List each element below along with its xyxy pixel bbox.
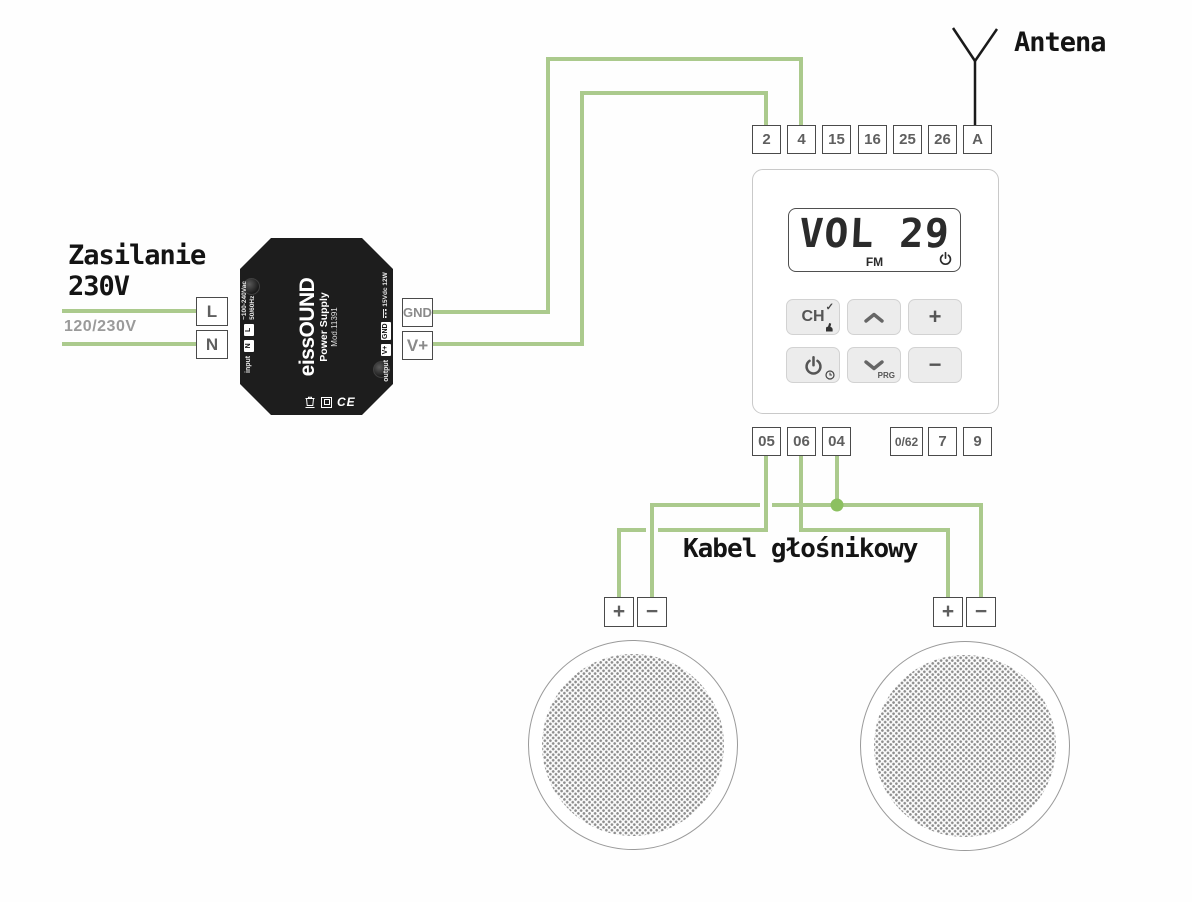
mains-label-line1: Zasilanie <box>68 240 206 271</box>
left-speaker <box>528 640 738 850</box>
antenna-label: Antena <box>1014 27 1107 58</box>
prg-label: PRG <box>877 371 895 380</box>
power-supply-module: input N L ~100-240Vac 50/60Hz eissOUND P… <box>240 238 393 415</box>
channel-down-button: PRG <box>847 347 901 383</box>
antenna-arm-left <box>951 27 977 62</box>
psu-cert-icons: CE <box>304 395 356 409</box>
terminal-15: 15 <box>822 125 851 154</box>
psu-input-terminal-l: L <box>243 323 254 336</box>
terminal-a: A <box>963 125 992 154</box>
terminal-gnd: GND <box>402 298 433 327</box>
psu-brand-block: eissOUND Power Supply Mod.11391 <box>295 242 340 412</box>
psu-brand: eissOUND <box>295 277 319 377</box>
ce-mark: CE <box>337 395 356 409</box>
check-icon: ✓ <box>825 302 834 313</box>
chevron-up-icon <box>864 312 884 323</box>
terminal-04: 04 <box>822 427 851 456</box>
wire-gnd-to-terminal4 <box>433 57 803 314</box>
psu-product: Power Supply <box>317 292 330 362</box>
left-speaker-plus-terminal: + <box>604 597 634 627</box>
antenna-arm-right <box>973 28 999 62</box>
volume-down-button: − <box>908 347 962 383</box>
right-speaker-plus-terminal: + <box>933 597 963 627</box>
psu-input-label: input <box>245 355 252 373</box>
terminal-l: L <box>196 297 228 326</box>
right-speaker-minus-terminal: − <box>966 597 996 627</box>
lcd-display: VOL 29 FM <box>788 208 961 272</box>
terminal-05: 05 <box>752 427 781 456</box>
wire-05-drop <box>658 455 768 532</box>
radio-control-unit: VOL 29 FM CH ✓ + <box>752 169 999 414</box>
terminal-9: 9 <box>963 427 992 456</box>
terminal-06: 06 <box>787 427 816 456</box>
psu-output-label: output <box>382 359 390 382</box>
power-icon <box>939 251 952 266</box>
right-speaker <box>860 641 1070 851</box>
volume-up-button: + <box>908 299 962 335</box>
psu-output-terminal-gnd: GND <box>381 322 391 340</box>
channel-button-label: CH <box>801 308 825 325</box>
psu-print: input N L ~100-240Vac 50/60Hz eissOUND P… <box>241 242 391 412</box>
wire-common-left-branch <box>650 503 760 597</box>
psu-input-terminal-n: N <box>243 339 254 352</box>
terminal-16: 16 <box>858 125 887 154</box>
speaker-grille-mesh <box>874 655 1056 837</box>
press-hand-icon <box>824 321 835 332</box>
wire-junction-dot <box>830 498 844 512</box>
plus-label: + <box>928 304 942 329</box>
terminal-26: 26 <box>928 125 957 154</box>
mains-label-line2: 230V <box>68 271 130 302</box>
speaker-cable-label: Kabel głośnikowy <box>683 534 918 564</box>
chevron-down-icon <box>864 359 884 370</box>
wire-05-to-left-plus <box>617 528 646 597</box>
screw-icon <box>243 278 260 295</box>
terminal-vplus: V+ <box>402 331 433 360</box>
power-button <box>786 347 840 383</box>
terminal-7: 7 <box>928 427 957 456</box>
speaker-grille-mesh <box>542 654 724 836</box>
wire-vplus-to-terminal2 <box>433 91 768 346</box>
channel-up-button <box>847 299 901 335</box>
lcd-volume-text: VOL 29 <box>798 211 951 257</box>
left-speaker-minus-terminal: − <box>637 597 667 627</box>
mains-label: Zasilanie 230V <box>68 240 206 302</box>
terminal-n: N <box>196 330 228 359</box>
mains-voltage-note: 120/230V <box>64 318 137 335</box>
screw-icon <box>373 361 390 378</box>
psu-input-rating: ~100-240Vac 50/60Hz <box>241 281 256 320</box>
psu-model: Mod.11391 <box>329 307 339 347</box>
power-icon <box>804 355 822 375</box>
psu-output-rating: 15Vdc 12W <box>382 272 390 319</box>
terminal-25: 25 <box>893 125 922 154</box>
timer-clock-icon <box>825 370 835 380</box>
minus-label: − <box>928 352 942 377</box>
class-ii-icon <box>321 396 332 408</box>
psu-output-terminal-vplus: V+ <box>381 343 391 356</box>
wire-06-to-right-plus <box>799 455 950 597</box>
terminal-0-62: 0/62 <box>890 427 923 456</box>
terminal-2: 2 <box>752 125 781 154</box>
lcd-band-label: FM <box>865 255 884 269</box>
dc-symbol-icon <box>382 309 389 319</box>
psu-output-row: output V+ GND 15Vdc 12W <box>381 242 391 412</box>
terminal-4: 4 <box>787 125 816 154</box>
channel-button: CH ✓ <box>786 299 840 335</box>
weee-bin-icon <box>305 396 315 408</box>
psu-input-row: input N L ~100-240Vac 50/60Hz <box>241 242 256 412</box>
